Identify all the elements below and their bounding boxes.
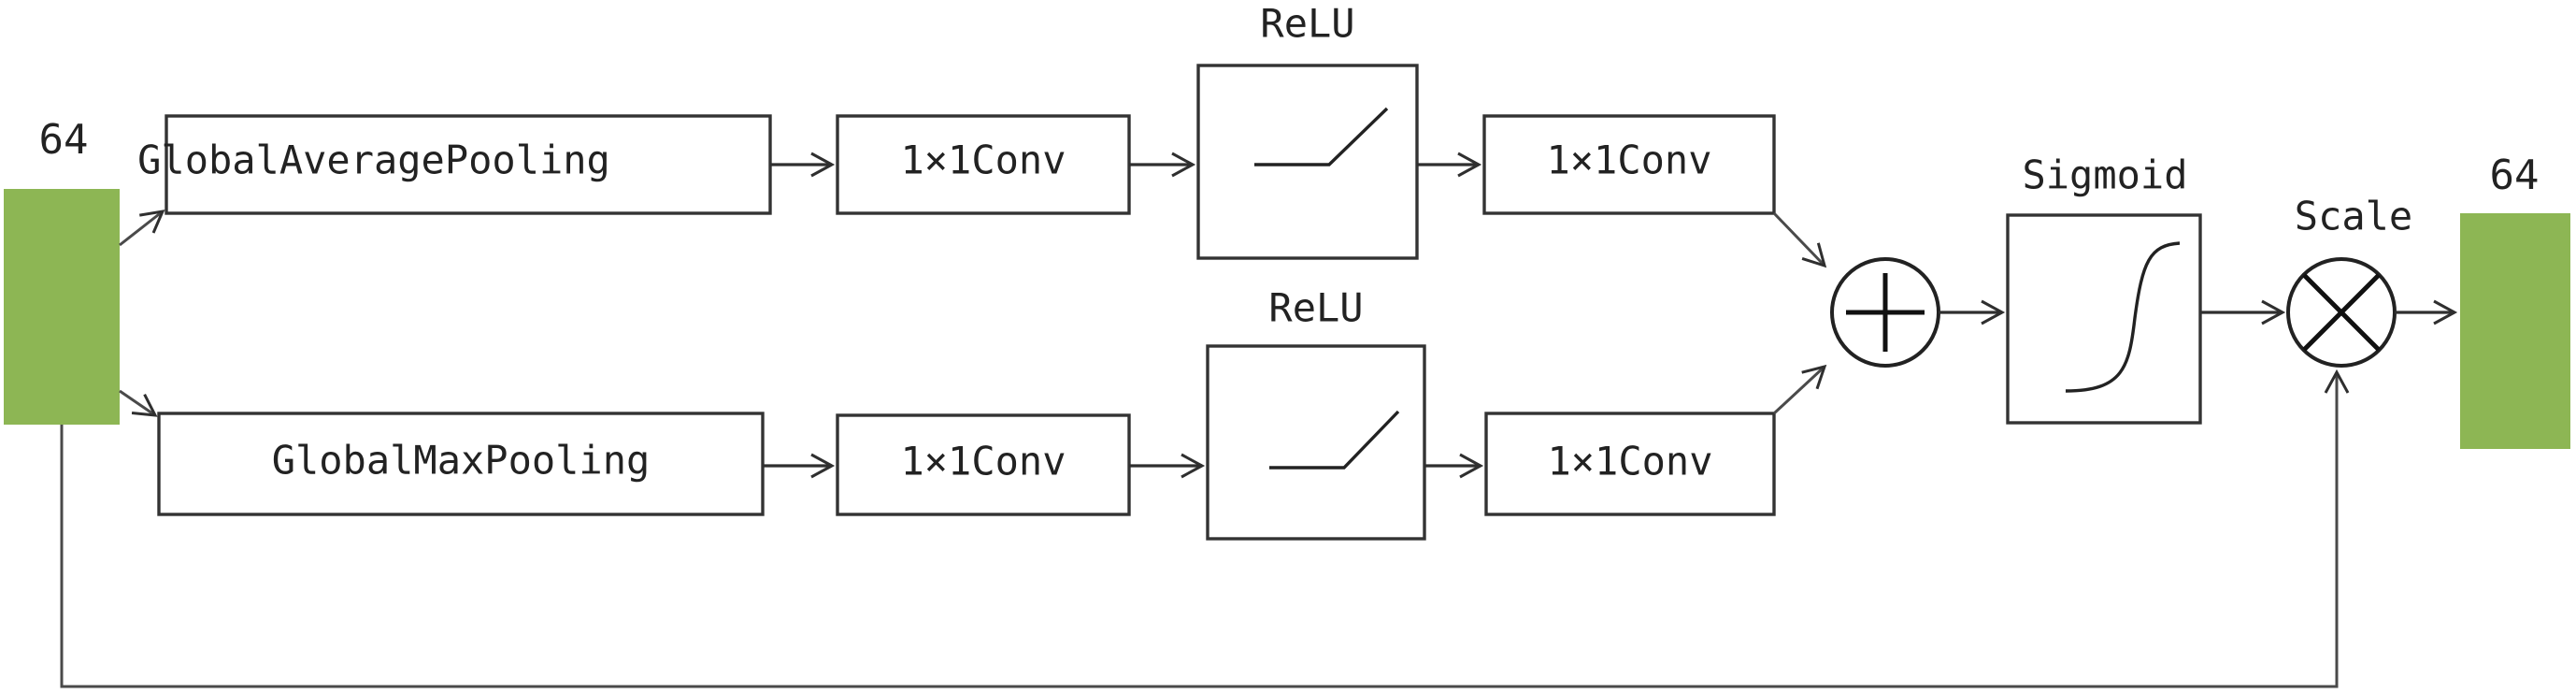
global-max-pooling-box (157, 412, 765, 516)
max-relu-label: ReLU (1268, 285, 1363, 331)
global-max-pooling-label: GlobalMaxPooling (272, 438, 651, 484)
add-symbol (1846, 273, 1925, 352)
max-pooling-branch: GlobalMaxPooling 1×1Conv ReLU 1×1Conv (157, 285, 1776, 541)
skip-connection-arrow (60, 369, 2350, 688)
max-conv2-box (1484, 412, 1776, 516)
sigmoid-box (2006, 213, 2202, 425)
average-pooling-branch: GlobalAveragePooling 1×1Conv ReLU 1×1Con… (137, 1, 1776, 260)
arrow-icon (1772, 364, 1827, 415)
max-conv2-label: 1×1Conv (1547, 439, 1712, 484)
relu-curve-icon (1269, 410, 1400, 470)
avg-relu-box (1196, 64, 1419, 260)
sigmoid-block: Sigmoid (2006, 152, 2202, 425)
avg-conv1-label: 1×1Conv (900, 137, 1066, 183)
input-channel-label: 64 (39, 116, 89, 164)
avg-relu-label: ReLU (1260, 1, 1354, 47)
multiply-symbol (2302, 273, 2381, 352)
scale-node: Scale (2286, 194, 2412, 368)
input-feature-map: 64 (4, 116, 120, 425)
max-relu-box (1206, 344, 1426, 541)
output-channel-label: 64 (2490, 152, 2540, 199)
arrow-icon (119, 210, 165, 247)
avg-conv2-box (1482, 114, 1776, 215)
avg-conv2-label: 1×1Conv (1546, 137, 1711, 183)
arrow-icon (1772, 211, 1827, 268)
sigmoid-label: Sigmoid (2022, 152, 2187, 198)
relu-curve-icon (1254, 107, 1389, 166)
global-average-pooling-label: GlobalAveragePooling (137, 137, 610, 183)
global-average-pooling-box (165, 114, 772, 215)
max-conv1-label: 1×1Conv (900, 439, 1066, 484)
output-feature-block (2460, 213, 2570, 449)
scale-label: Scale (2295, 194, 2412, 239)
add-node (1830, 257, 1940, 368)
connections (60, 152, 2458, 688)
sigmoid-curve-icon (2065, 241, 2181, 393)
avg-conv1-box (836, 114, 1131, 215)
arrow-icon (119, 389, 158, 417)
output-feature-map: 64 (2460, 152, 2570, 449)
input-feature-block (4, 189, 120, 425)
